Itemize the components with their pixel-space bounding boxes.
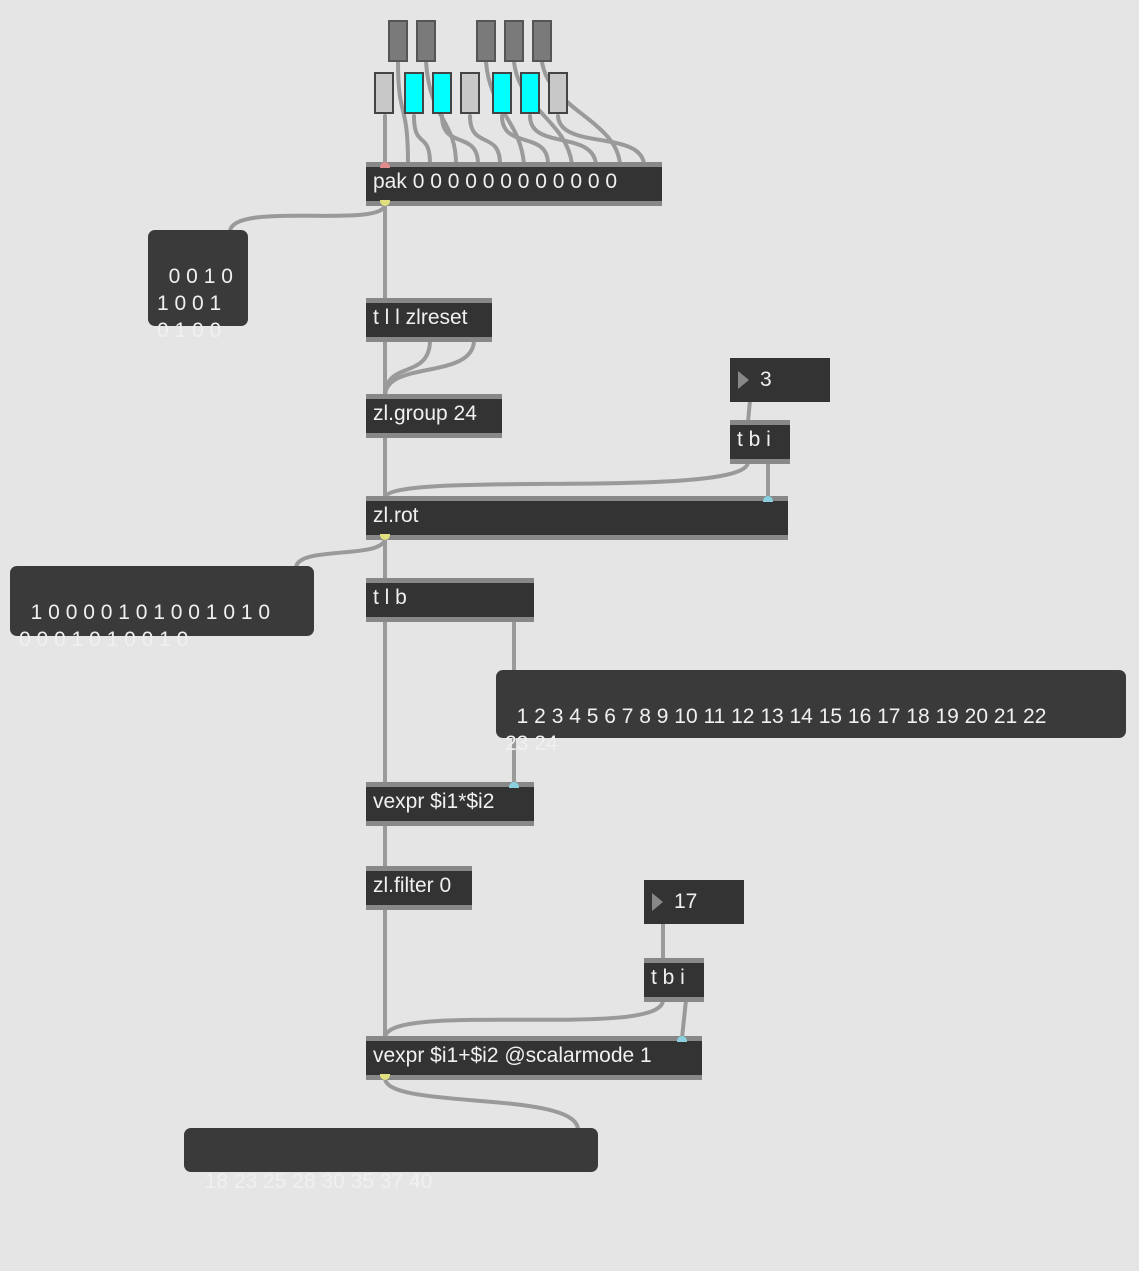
- vexpr-mult-label: vexpr $i1*$i2: [373, 790, 495, 813]
- pak-outlet[interactable]: [380, 200, 390, 206]
- toggle-bottom-5[interactable]: [492, 72, 512, 114]
- zl-rot-label: zl.rot: [373, 504, 419, 527]
- toggle-top-4[interactable]: [504, 20, 524, 62]
- rotate-number-value: 3: [760, 368, 772, 391]
- zl-group-label: zl.group 24: [373, 402, 477, 425]
- toggle-bottom-3[interactable]: [432, 72, 452, 114]
- triangle-icon: [738, 371, 749, 389]
- toggle-bottom-6[interactable]: [520, 72, 540, 114]
- offset-number-value: 17: [674, 890, 698, 913]
- trigger-lb-label: t l b: [373, 586, 407, 609]
- toggle-bottom-1[interactable]: [374, 72, 394, 114]
- vexpr-add-outlet[interactable]: [380, 1074, 390, 1080]
- pak-object[interactable]: pak 0 0 0 0 0 0 0 0 0 0 0 0: [366, 162, 662, 206]
- trigger-reset-label: t l l zlreset: [373, 306, 468, 329]
- vexpr-add-right-inlet[interactable]: [677, 1036, 687, 1042]
- pak-label: pak 0 0 0 0 0 0 0 0 0 0 0 0: [373, 170, 618, 193]
- zl-rot-right-inlet[interactable]: [763, 496, 773, 502]
- trigger-lb-object[interactable]: t l b: [366, 578, 534, 622]
- zl-rot-outlet[interactable]: [380, 534, 390, 540]
- vexpr-mult-right-inlet[interactable]: [509, 782, 519, 788]
- zl-filter-object[interactable]: zl.filter 0: [366, 866, 472, 910]
- toggle-bottom-4[interactable]: [460, 72, 480, 114]
- result-list-message[interactable]: 18 23 25 28 30 35 37 40: [184, 1128, 598, 1193]
- trigger-bi-label-1: t b i: [737, 428, 771, 451]
- pattern-grid-text: 0 0 1 0 1 0 0 1 0 1 0 0: [157, 265, 233, 342]
- toggle-top-1[interactable]: [388, 20, 408, 62]
- zl-filter-label: zl.filter 0: [373, 874, 452, 897]
- trigger-reset-object[interactable]: t l l zlreset: [366, 298, 492, 342]
- pattern-grid-message[interactable]: 0 0 1 0 1 0 0 1 0 1 0 0: [148, 230, 248, 342]
- rotated-list-message[interactable]: 1 0 0 0 0 1 0 1 0 0 1 0 1 0 0 0 0 1 0 1 …: [10, 566, 314, 651]
- result-list-text: 18 23 25 28 30 35 37 40: [204, 1170, 433, 1193]
- index-list-text: 1 2 3 4 5 6 7 8 9 10 11 12 13 14 15 16 1…: [505, 705, 1047, 755]
- trigger-bi-object-1[interactable]: t b i: [730, 420, 790, 464]
- zl-rot-object[interactable]: zl.rot: [366, 496, 788, 540]
- rotate-number-box[interactable]: 3: [730, 358, 830, 402]
- toggle-top-3[interactable]: [476, 20, 496, 62]
- toggle-bottom-7[interactable]: [548, 72, 568, 114]
- vexpr-add-object[interactable]: vexpr $i1+$i2 @scalarmode 1: [366, 1036, 702, 1080]
- toggle-bottom-2[interactable]: [404, 72, 424, 114]
- vexpr-mult-object[interactable]: vexpr $i1*$i2: [366, 782, 534, 826]
- vexpr-add-label: vexpr $i1+$i2 @scalarmode 1: [373, 1044, 652, 1067]
- index-list-message[interactable]: 1 2 3 4 5 6 7 8 9 10 11 12 13 14 15 16 1…: [496, 670, 1126, 755]
- rotated-list-text: 1 0 0 0 0 1 0 1 0 0 1 0 1 0 0 0 0 1 0 1 …: [19, 601, 271, 651]
- zl-group-object[interactable]: zl.group 24: [366, 394, 502, 438]
- toggle-top-2[interactable]: [416, 20, 436, 62]
- trigger-bi-label-2: t b i: [651, 966, 685, 989]
- triangle-icon: [652, 893, 663, 911]
- toggle-top-5[interactable]: [532, 20, 552, 62]
- trigger-bi-object-2[interactable]: t b i: [644, 958, 704, 1002]
- pak-inlet[interactable]: [380, 162, 390, 168]
- offset-number-box[interactable]: 17: [644, 880, 744, 924]
